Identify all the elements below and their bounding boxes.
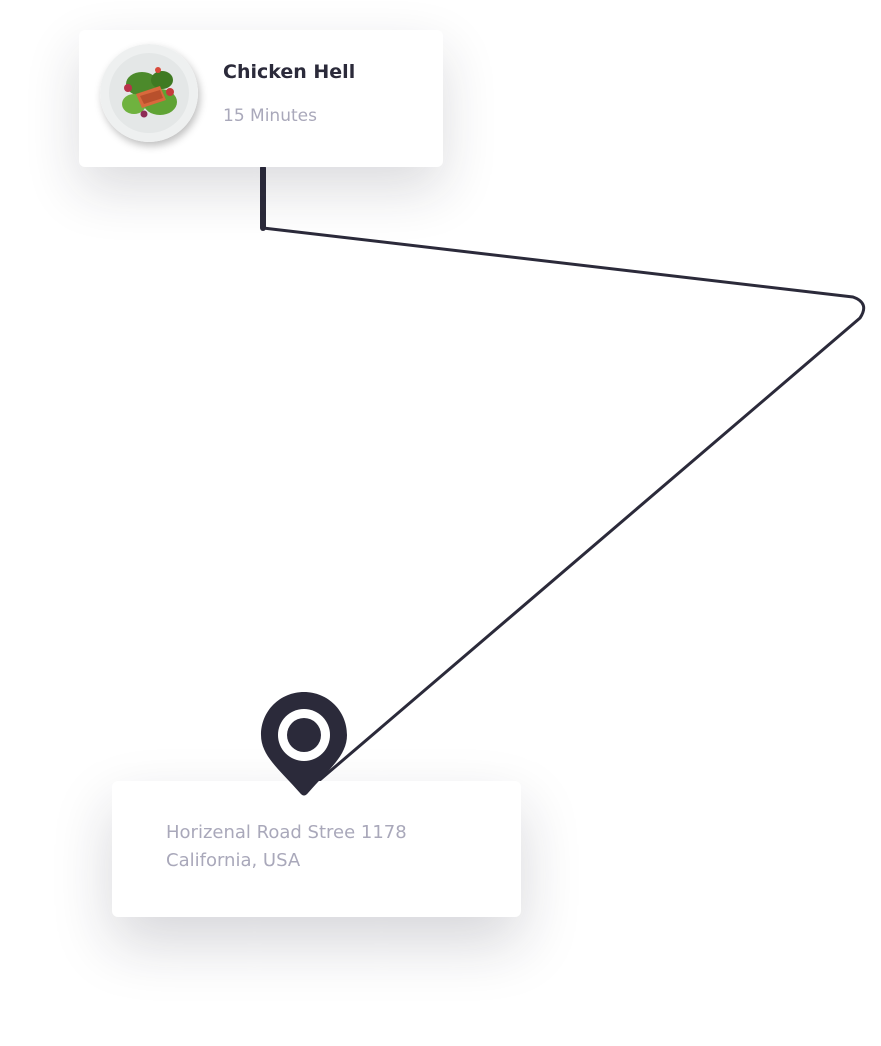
address-line-2: California, USA xyxy=(166,850,301,871)
address-card[interactable]: Horizenal Road Stree 1178 California, US… xyxy=(112,781,521,917)
salad-plate-icon xyxy=(100,44,198,142)
delivery-time: 15 Minutes xyxy=(223,106,317,126)
address-line-1: Horizenal Road Stree 1178 xyxy=(166,822,407,843)
route-line xyxy=(261,226,866,792)
location-pin-icon xyxy=(261,692,347,796)
food-title: Chicken Hell xyxy=(223,61,356,83)
food-order-card[interactable]: Chicken Hell 15 Minutes xyxy=(79,30,443,167)
